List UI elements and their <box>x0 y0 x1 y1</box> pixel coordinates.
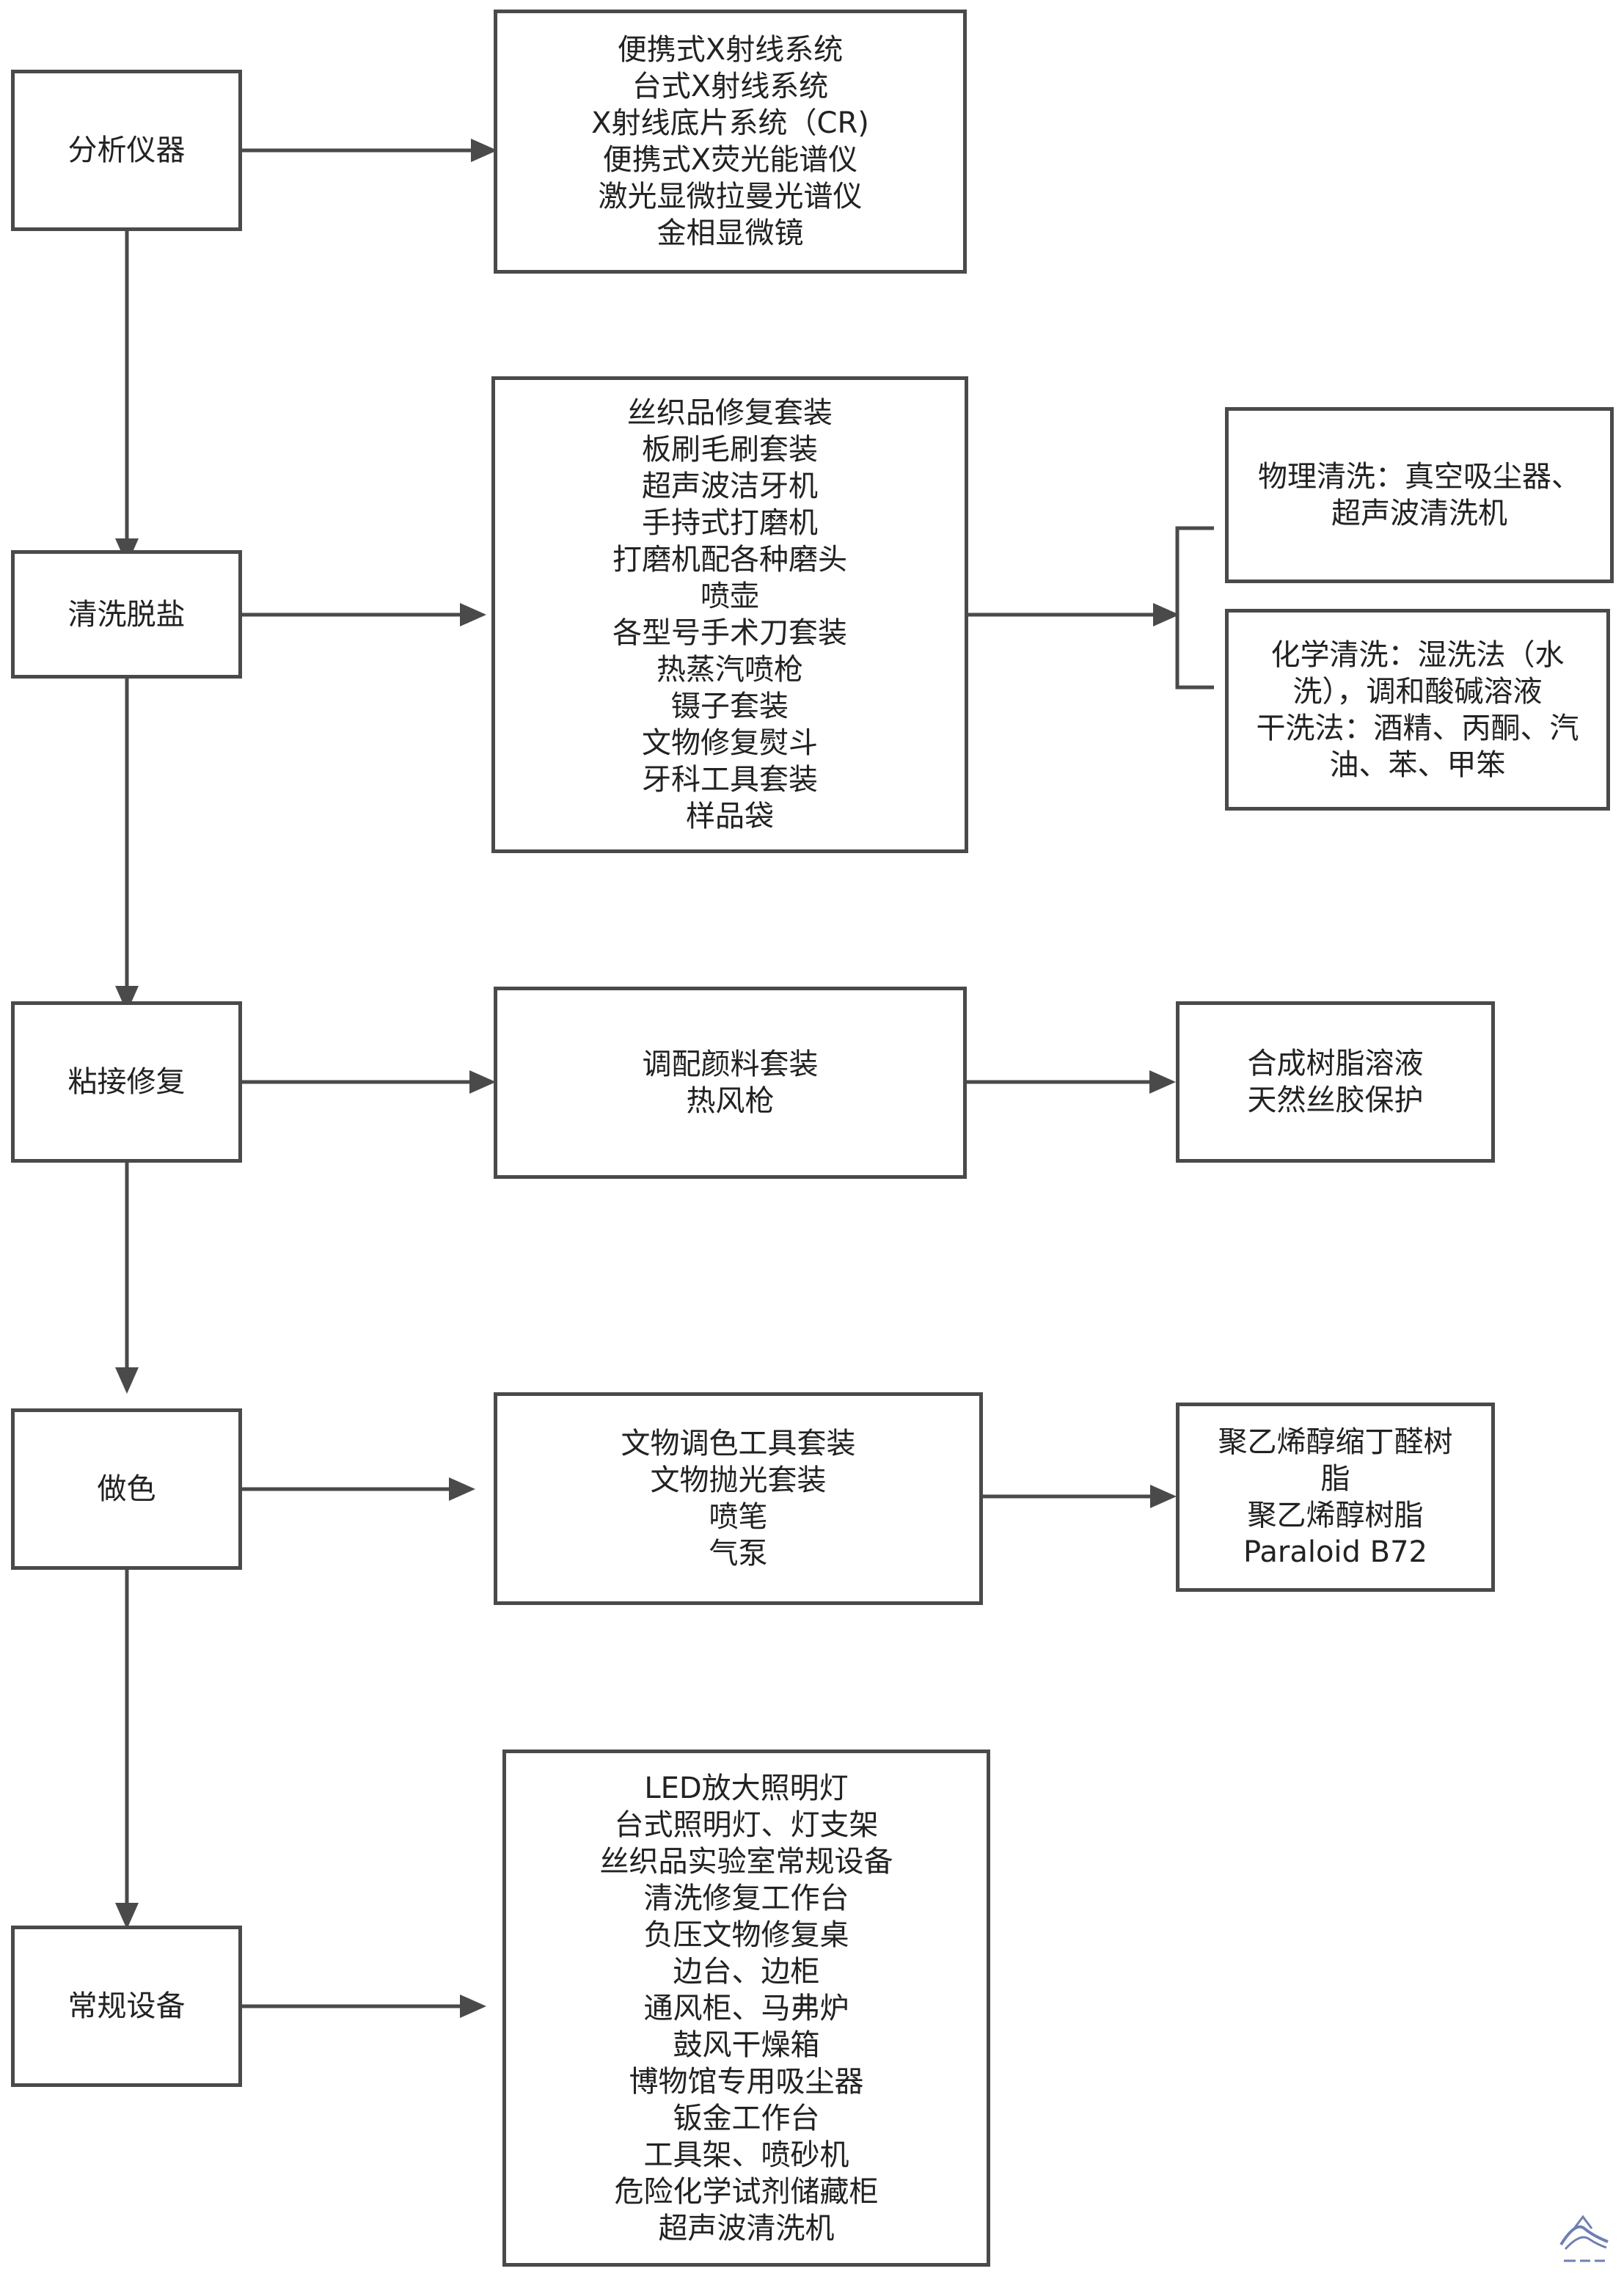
stage-analysis[interactable]: 分析仪器 <box>11 70 242 231</box>
stage-label: 粘接修复 <box>67 1065 186 1099</box>
tool-item: 牙科工具套装 <box>642 763 818 797</box>
tool-item: 热蒸汽喷枪 <box>656 653 803 687</box>
tool-item: 便携式X射线系统 <box>617 33 844 67</box>
tool-item: 超声波清洗机 <box>658 2211 835 2245</box>
method-cleaning-physical[interactable]: 物理清洗：真空吸尘器、超声波清洗机 <box>1225 407 1614 583</box>
tool-item: 文物修复熨斗 <box>642 726 818 760</box>
stage-label: 分析仪器 <box>67 134 186 167</box>
method-cleaning-chemical[interactable]: 化学清洗：湿洗法（水洗），调和酸碱溶液 干洗法：酒精、丙酮、汽油、苯、甲笨 <box>1225 609 1610 811</box>
method-item: 合成树脂溶液 <box>1247 1047 1424 1081</box>
tool-item: 超声波洁牙机 <box>642 469 818 503</box>
tool-item: 博物馆专用吸尘器 <box>629 2064 864 2099</box>
tool-item: 文物调色工具套装 <box>621 1427 856 1460</box>
tool-item: X射线底片系统（CR) <box>591 106 869 140</box>
method-bonding[interactable]: 合成树脂溶液 天然丝胶保护 <box>1176 1001 1495 1163</box>
tool-item: 台式X射线系统 <box>632 70 829 103</box>
tool-item: 气泵 <box>709 1537 768 1571</box>
tool-item: 板刷毛刷套装 <box>642 433 818 467</box>
tool-item: 鼓风干燥箱 <box>673 2028 820 2062</box>
method-coloring[interactable]: 聚乙烯醇缩丁醛树脂 聚乙烯醇树脂 Paraloid B72 <box>1176 1403 1495 1592</box>
tools-cleaning[interactable]: 丝织品修复套装 板刷毛刷套装 超声波洁牙机 手持式打磨机 打磨机配各种磨头 喷壶… <box>491 376 968 853</box>
tool-item: 台式照明灯、灯支架 <box>614 1807 879 1842</box>
tools-coloring[interactable]: 文物调色工具套装 文物抛光套装 喷笔 气泵 <box>494 1392 983 1605</box>
tool-item: 喷壶 <box>701 580 759 613</box>
method-item: Paraloid B72 <box>1243 1535 1427 1569</box>
stage-bonding[interactable]: 粘接修复 <box>11 1001 242 1163</box>
stage-cleaning[interactable]: 清洗脱盐 <box>11 550 242 679</box>
tool-item: 工具架、喷砂机 <box>643 2138 849 2172</box>
method-item: 物理清洗：真空吸尘器、超声波清洗机 <box>1258 460 1581 530</box>
stage-label: 常规设备 <box>67 1989 186 2023</box>
tools-bonding[interactable]: 调配颜料套装 热风枪 <box>494 987 967 1179</box>
method-item: 聚乙烯醇缩丁醛树脂 <box>1218 1425 1453 1496</box>
tool-item: 镊子套装 <box>671 690 789 723</box>
tool-item: 丝织品实验室常规设备 <box>599 1844 893 1879</box>
tool-item: 热风枪 <box>686 1084 775 1118</box>
stage-label: 做色 <box>97 1472 156 1506</box>
tools-analysis[interactable]: 便携式X射线系统 台式X射线系统 X射线底片系统（CR) 便携式X荧光能谱仪 激… <box>494 10 967 274</box>
tool-item: 负压文物修复桌 <box>643 1917 849 1952</box>
tool-item: 喷笔 <box>709 1500 768 1534</box>
tools-general[interactable]: LED放大照明灯 台式照明灯、灯支架 丝织品实验室常规设备 清洗修复工作台 负压… <box>502 1750 990 2267</box>
tool-item: 文物抛光套装 <box>650 1463 827 1497</box>
stage-general[interactable]: 常规设备 <box>11 1926 242 2087</box>
method-item: 聚乙烯醇树脂 <box>1247 1499 1424 1532</box>
tool-item: 便携式X荧光能谱仪 <box>602 143 858 177</box>
tool-item: 清洗修复工作台 <box>643 1881 849 1915</box>
stage-label: 清洗脱盐 <box>67 597 186 632</box>
tool-item: 通风柜、马弗炉 <box>643 1991 849 2025</box>
tool-item: 危险化学试剂储藏柜 <box>614 2174 879 2209</box>
method-item: 化学清洗：湿洗法（水洗），调和酸碱溶液 <box>1270 637 1565 709</box>
tool-item: 调配颜料套装 <box>642 1048 819 1081</box>
tool-item: 打磨机配各种磨头 <box>612 543 847 577</box>
tool-item: 激光显微拉曼光谱仪 <box>598 180 863 213</box>
tool-item: 丝织品修复套装 <box>627 396 833 430</box>
stage-coloring[interactable]: 做色 <box>11 1408 242 1570</box>
tool-item: 手持式打磨机 <box>642 506 818 540</box>
tool-item: LED放大照明灯 <box>644 1771 849 1805</box>
method-item: 干洗法：酒精、丙酮、汽油、苯、甲笨 <box>1256 711 1579 782</box>
cleaning-methods-bracket <box>1175 526 1214 690</box>
tool-item: 各型号手术刀套装 <box>612 616 847 650</box>
method-item: 天然丝胶保护 <box>1247 1083 1424 1117</box>
tool-item: 钣金工作台 <box>673 2101 820 2135</box>
tool-item: 样品袋 <box>686 800 774 833</box>
tool-item: 金相显微镜 <box>656 216 804 250</box>
tool-item: 边台、边柜 <box>673 1954 820 1989</box>
watermark-logo-icon <box>1559 2215 1609 2262</box>
